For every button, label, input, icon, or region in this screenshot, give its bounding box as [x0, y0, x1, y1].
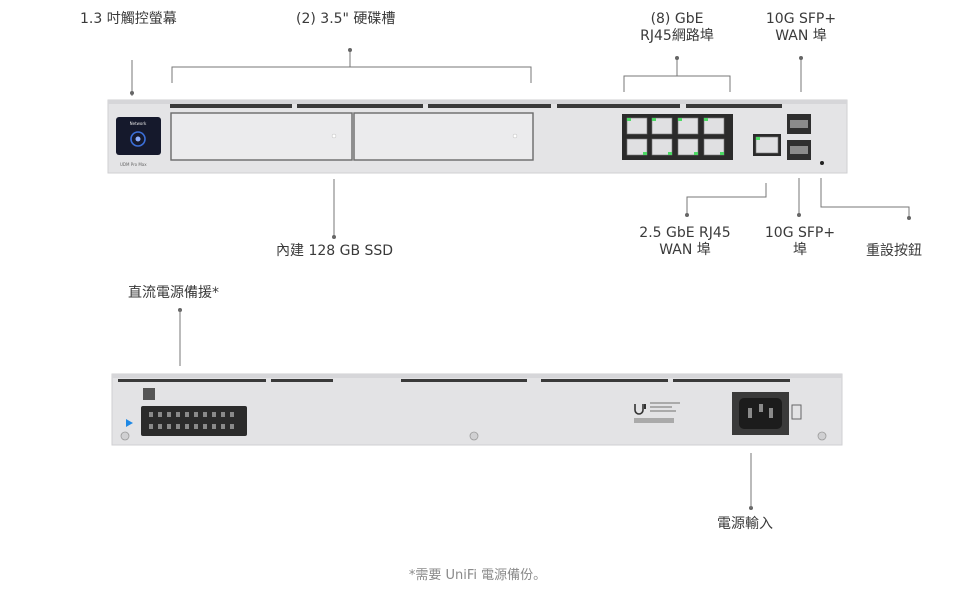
sfp-port-label-line2: 埠 — [793, 242, 807, 258]
gbe-ports-label-line2: RJ45網路埠 — [640, 28, 714, 44]
sfp-ports — [787, 114, 811, 160]
ubiquiti-logo-icon — [634, 404, 646, 415]
reset-label: 重設按鈕 — [866, 243, 922, 259]
touchscreen-icon: Network UDM Pro Max — [116, 117, 161, 167]
sfp-wan-label-line1: 10G SFP+ — [765, 11, 837, 27]
power-input-socket — [732, 392, 802, 435]
model-text: UDM Pro Max — [120, 162, 147, 167]
hdd-bay-1[interactable] — [170, 112, 353, 161]
footnote: *需要 UniFi 電源備份。 — [408, 568, 547, 583]
touchscreen-label: 1.3 吋觸控螢幕 — [80, 11, 177, 27]
ssd-label: 內建 128 GB SSD — [276, 243, 394, 259]
gbe-port-block — [622, 114, 733, 160]
rj45-wan-label-line2: WAN 埠 — [659, 242, 711, 258]
cert-marks — [634, 402, 680, 423]
dc-backup-label: 直流電源備援* — [128, 285, 219, 301]
gbe-ports-label: (8) GbE RJ45網路埠 — [632, 11, 722, 45]
dc-backup-connector — [126, 388, 247, 436]
front-callout-lines — [131, 50, 910, 237]
sfp-port-label-line1: 10G SFP+ — [764, 225, 836, 241]
hdd-bays-label: (2) 3.5" 硬碟槽 — [296, 11, 396, 27]
rj45-wan-label-line1: 2.5 GbE RJ45 — [639, 225, 731, 241]
play-arrow-icon — [126, 419, 133, 427]
rj45-wan-port — [753, 134, 781, 156]
gbe-ports-label-line1: (8) GbE — [650, 11, 704, 27]
sfp-wan-label: 10G SFP+ WAN 埠 — [758, 11, 844, 45]
hdd-bay-2[interactable] — [353, 112, 534, 161]
screw-icons — [120, 431, 827, 441]
qr-code-icon — [143, 388, 155, 400]
rj45-wan-label: 2.5 GbE RJ45 WAN 埠 — [630, 225, 740, 259]
reset-button[interactable] — [820, 161, 824, 165]
screen-text: Network — [130, 121, 147, 126]
sfp-wan-label-line2: WAN 埠 — [775, 28, 827, 44]
sfp-port-label: 10G SFP+ 埠 — [760, 225, 840, 259]
power-input-label: 電源輸入 — [717, 516, 773, 532]
back-callout-lines — [179, 310, 752, 508]
